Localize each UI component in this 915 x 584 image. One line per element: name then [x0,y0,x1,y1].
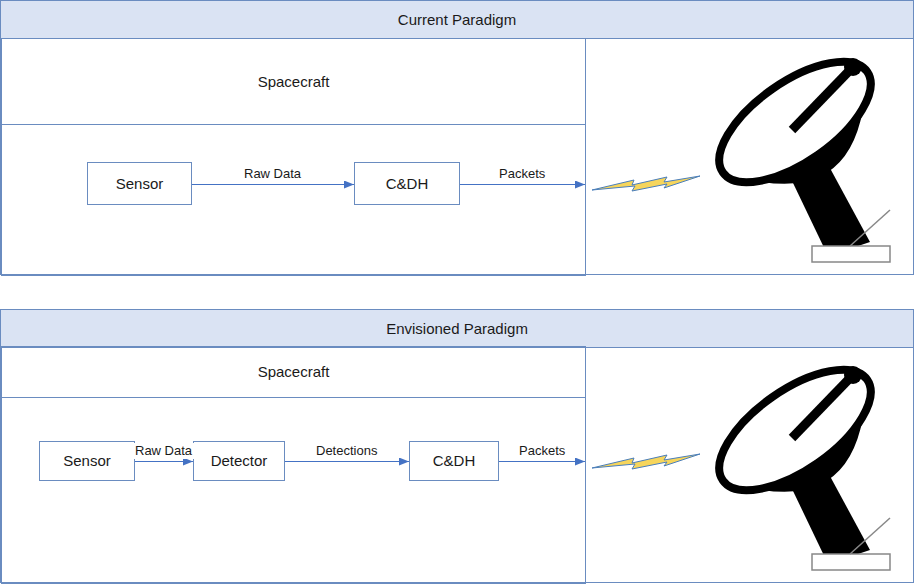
header-row: Spacecraft [2,39,585,125]
box-label: Sensor [116,175,164,193]
connector-arrow [285,461,409,462]
process-box: Detector [193,441,285,481]
heading: Spacecraft [258,363,330,381]
process-box: Sensor [87,162,192,205]
box-label: C&DH [386,175,429,193]
heading: Current Paradigm [398,11,516,29]
box-label: C&DH [433,452,476,470]
edge-label: Raw Data [133,443,194,459]
process-box: Sensor [39,441,135,481]
paradigm-panel: Current ParadigmSpacecraftSensor C&DH [0,0,914,275]
edge-label: Raw Data [242,166,303,182]
connector-arrow [135,461,193,462]
header-row: Spacecraft [2,347,585,398]
edge-label: Packets [517,443,567,459]
spacecraft-box: SpacecraftSensor Detector C&DH [1,346,586,584]
edge-label: Packets [497,166,547,182]
heading: Envisioned Paradigm [386,320,528,338]
lightning-bolt [592,174,704,194]
antenna-dish [700,42,905,272]
spacecraft-box: SpacecraftSensor C&DH [1,38,586,276]
header-band: Envisioned Paradigm [1,310,913,348]
connector-arrow [460,184,585,185]
lightning-bolt [592,452,704,472]
box-label: Detector [211,452,268,470]
box-label: Sensor [63,452,111,470]
antenna-dish [700,350,905,580]
header-band: Current Paradigm [1,1,913,39]
edge-label: Detections [314,443,379,459]
connector-arrow [499,461,585,462]
process-box: C&DH [354,162,460,205]
connector-arrow [192,184,354,185]
heading: Spacecraft [258,73,330,91]
process-box: C&DH [409,441,499,481]
